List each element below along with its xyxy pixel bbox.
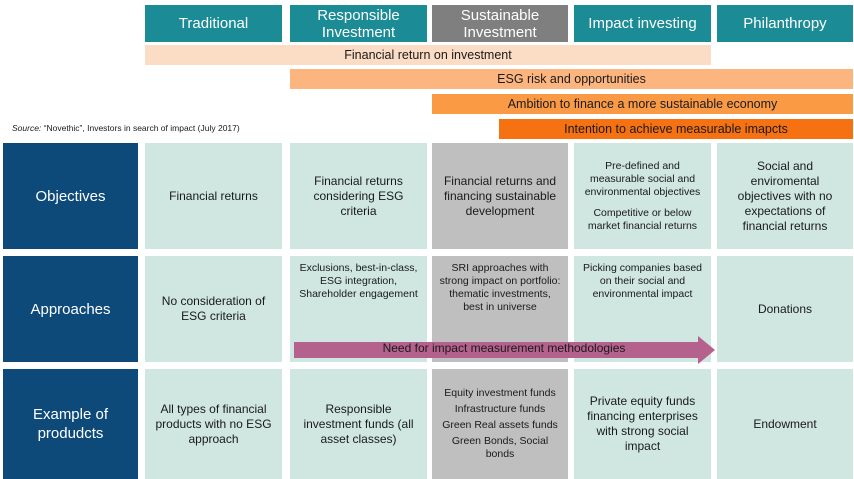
cell-objectives-philanthropy: Social and enviromental objectives with … (717, 143, 853, 249)
cell-objectives-traditional: Financial returns (145, 143, 282, 249)
cell-text: No consideration of ESG criteria (161, 294, 266, 323)
cell-text: Pre-defined and measurable social and en… (584, 159, 701, 198)
product-item: Infrastructure funds (454, 403, 546, 415)
cell-text: Financial returns (169, 188, 258, 203)
cell-text: Donations (757, 301, 813, 316)
header-impact-investing: Impact investing (574, 5, 711, 42)
cell-examples-philanthropy: Endowment (717, 369, 853, 479)
header-responsible-investment: Responsible Investment (290, 5, 427, 42)
cell-text: Private equity funds financing enterpris… (587, 394, 698, 453)
cell-objectives-sustainable: Financial returns and financing sustaina… (432, 143, 568, 249)
cell-examples-sustainable: Equity investment funds Infrastructure f… (432, 369, 568, 479)
cell-text: Competitive or below market financial re… (587, 206, 698, 232)
cell-examples-responsible: Responsible investment funds (all asset … (290, 369, 427, 479)
cell-text: Social and enviromental objectives with … (737, 158, 833, 233)
header-sustainable-investment: Sustainable Investment (432, 5, 568, 42)
cell-text: Responsible investment funds (all asset … (303, 401, 414, 446)
header-traditional: Traditional (145, 5, 282, 42)
bar-ambition: Ambition to finance a more sustainable e… (432, 94, 853, 114)
bar-esg-risk: ESG risk and opportunities (290, 69, 853, 89)
row-label-objectives: Objectives (3, 143, 138, 249)
source-note: Source: “Novethic”, Investors in search … (12, 123, 240, 133)
cell-approaches-traditional: No consideration of ESG criteria (145, 256, 282, 362)
row-label-approaches: Approaches (3, 256, 138, 362)
cell-text: Exclusions, best-in-class, ESG integrati… (299, 262, 418, 300)
source-label: Source: (12, 123, 42, 133)
impact-measurement-arrow (294, 336, 715, 364)
cell-text: Picking companies based on their social … (582, 262, 703, 300)
row-label-examples: Example of produdcts (3, 369, 138, 479)
cell-approaches-philanthropy: Donations (717, 256, 853, 362)
cell-examples-traditional: All types of financial products with no … (145, 369, 282, 479)
cell-text: Endowment (753, 416, 817, 431)
cell-objectives-responsible: Financial returns considering ESG criter… (290, 143, 427, 249)
source-text: “Novethic”, Investors in search of impac… (41, 123, 240, 133)
product-item: Green Real assets funds (442, 419, 558, 431)
cell-examples-impact: Private equity funds financing enterpris… (574, 369, 711, 479)
product-item: Equity investment funds (444, 387, 556, 399)
bar-intention: Intention to achieve measurable imapcts (499, 119, 853, 139)
cell-text: SRI approaches with strong impact on por… (439, 262, 561, 313)
cell-objectives-impact: Pre-defined and measurable social and en… (574, 143, 711, 249)
arrow-shape (294, 336, 715, 364)
header-philanthropy: Philanthropy (717, 5, 853, 42)
product-item: Green Bonds, Social bonds (451, 435, 549, 460)
bar-financial-return: Financial return on investment (145, 45, 711, 65)
cell-text: Financial returns considering ESG criter… (313, 173, 404, 218)
cell-text: Financial returns and financing sustaina… (443, 173, 557, 218)
cell-text: All types of financial products with no … (155, 401, 272, 446)
